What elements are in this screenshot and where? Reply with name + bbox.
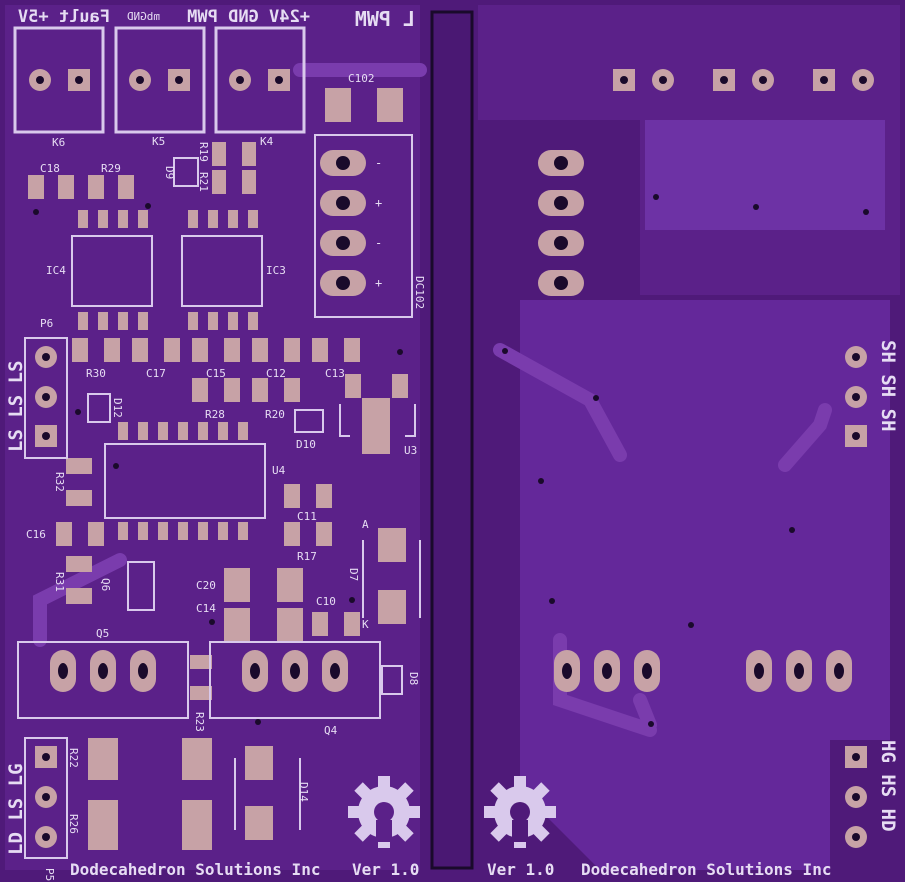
ref-c102: C102 [348,72,375,85]
dc-pin-1: - [375,156,382,170]
ref-ic4: IC4 [46,264,66,277]
ref-d12: D12 [111,398,124,418]
ref-c16: C16 [26,528,46,541]
footer-company-right: Dodecahedron Solutions Inc [581,860,831,879]
ref-d10: D10 [296,438,316,451]
ref-r30: R30 [86,367,106,380]
mirrored-header-small: mbGND [127,10,160,23]
ref-p5: P5 [43,868,56,881]
ref-c10: C10 [316,595,336,608]
ref-r32: R32 [53,472,66,492]
ref-q4: Q4 [324,724,338,737]
left-headers [35,346,57,848]
side-label-right-bottom: HG HS HD [877,740,899,832]
ref-c20: C20 [196,579,216,592]
ref-q6: Q6 [99,578,112,591]
ref-r26: R26 [67,814,80,834]
gear-logo-right [484,776,556,848]
ref-r29: R29 [101,162,121,175]
ref-q5: Q5 [96,627,109,640]
dc-pin-3: - [375,236,382,250]
ref-d8: D8 [407,672,420,685]
ref-r20: R20 [265,408,285,421]
footer-company-left: Dodecahedron Solutions Inc [70,860,320,879]
ref-r19: R19 [197,142,210,162]
side-label-right-top: SH SH SH [877,340,899,432]
smd-pads [28,88,408,850]
ref-c17: C17 [146,367,166,380]
ref-d9: D9 [163,166,176,179]
ref-d7: D7 [347,568,360,581]
header-lpwm: L PWM [355,7,415,31]
gear-logo-left [348,776,420,848]
ref-r17: R17 [297,550,317,563]
ic-outlines [17,134,421,859]
terminal-pads [29,69,290,91]
ref-p6: P6 [40,317,53,330]
ref-c15: C15 [206,367,226,380]
dc102-pads [320,150,366,296]
center-slot [430,10,474,870]
copper-pad-area [645,120,885,230]
ref-d14: D14 [297,782,310,802]
ref-d7-k: K [362,618,369,631]
refdes: K6 K5 K4 C102 DC102 C18 R29 D9 R19 R21 I… [26,72,426,881]
footer-version-left: Ver 1.0 [352,860,419,879]
ref-dc102: DC102 [413,276,426,309]
ref-ic3: IC3 [266,264,286,277]
vias [33,194,869,727]
ref-c11: C11 [297,510,317,523]
side-label-left-top: LS LS LS [5,360,27,452]
dc-pin-2: + [375,196,382,210]
ref-u3: U3 [404,444,417,457]
ref-r23: R23 [193,712,206,732]
mirrored-header-1: +24V GND PWM [187,7,310,27]
ref-k5: K5 [152,135,165,148]
ref-c18: C18 [40,162,60,175]
ref-r21: R21 [197,172,210,192]
footer-version-right: Ver 1.0 [487,860,554,879]
terminal-blocks [13,26,306,134]
ref-r31: R31 [53,572,66,592]
ref-r28: R28 [205,408,225,421]
ref-r22: R22 [67,748,80,768]
right-pads [538,69,874,848]
dc-pin-4: + [375,276,382,290]
ref-d7-a: A [362,518,369,531]
ref-u4: U4 [272,464,286,477]
ref-c13: C13 [325,367,345,380]
ref-k6: K6 [52,136,65,149]
transistor-pads [50,650,348,692]
ref-k4: K4 [260,135,274,148]
ref-c14: C14 [196,602,216,615]
ref-c12: C12 [266,367,286,380]
side-label-left-bottom: LD LS LG [5,763,27,855]
mirrored-header-2: Fault +5V [18,7,110,27]
